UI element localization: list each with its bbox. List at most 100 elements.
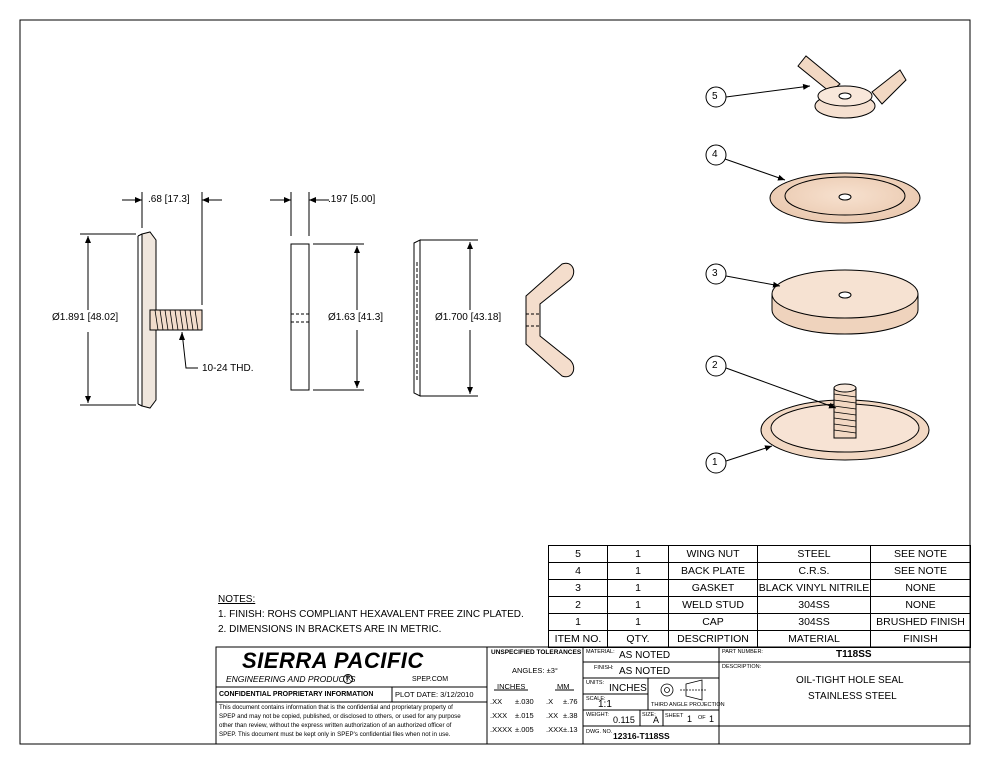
iso-backplate [769,172,921,224]
tol-mm-format: .XX [546,711,559,720]
tolerance-mm-header: MM [557,682,570,691]
part-number-label: PART NUMBER: [722,649,763,655]
sheet-label: SHEET [665,713,684,719]
bom-desc: GASKET [668,579,758,597]
bom-material: C.R.S. [757,562,871,580]
scale-value: 1:1 [598,699,612,710]
description-line-1: OIL-TIGHT HOLE SEAL [796,675,904,686]
bom-item: 5 [548,545,608,563]
finish-label: FINISH: [594,665,614,671]
size-value: A [653,715,660,725]
cap-side-view [80,192,222,409]
bom-desc: WING NUT [668,545,758,563]
confidential-text-line: This document contains information that … [219,704,453,711]
sheet-value: 1 [687,714,693,724]
tol-in-format: .XXX [490,711,508,720]
tol-in-value: ±.015 [515,711,534,720]
bom-finish: NONE [870,579,971,597]
sheet-of-label: OF [698,715,706,721]
company-name: SIERRA PACIFIC [242,648,424,673]
dim-gasket-thickness: .197 [5.00] [328,194,376,205]
bom-qty: 1 [607,562,669,580]
units-value: INCHES [609,683,647,694]
bom-finish: SEE NOTE [870,562,971,580]
description-label: DESCRIPTION: [722,664,762,670]
bom-header-row: ITEM NO. QTY. DESCRIPTION MATERIAL FINIS… [548,630,971,648]
bom-item: 2 [548,596,608,614]
bom-finish: SEE NOTE [870,545,971,563]
tolerance-inches-header: INCHES [497,682,526,691]
bom-desc: CAP [668,613,758,631]
bom-row: 3 1 GASKET BLACK VINYL NITRILE NONE [548,579,971,597]
bom-finish: BRUSHED FINISH [870,613,971,631]
balloon-5: 5 [712,91,718,102]
bom-row: 4 1 BACK PLATE C.R.S. SEE NOTE [548,562,971,580]
tolerance-angles: ANGLES: ±3° [512,666,558,675]
iso-wingnut [797,55,907,119]
note-1: 1. FINISH: ROHS COMPLIANT HEXAVALENT FRE… [218,609,524,620]
gasket-side-view [270,192,364,391]
bom-desc: BACK PLATE [668,562,758,580]
wingnut-side-view [525,262,575,378]
dim-cap-length: .68 [17.3] [148,194,190,205]
thread-callout: 10-24 THD. [202,363,254,374]
bom-qty: 1 [607,545,669,563]
bom-qty: 1 [607,613,669,631]
scale-label: SCALE: [586,696,606,702]
bom-item: 4 [548,562,608,580]
bom-desc: WELD STUD [668,596,758,614]
tol-mm-value: ±.76 [563,697,578,706]
iso-cap-stud [760,383,930,461]
backplate-side-view [413,239,478,397]
confidential-text-line: SPEP. This document must be kept only in… [219,731,451,738]
tol-in-format: .XXXX [490,725,513,734]
bom-material: 304SS [757,596,871,614]
bom-header-qty: QTY. [607,630,669,648]
company-website: SPEP.COM [412,676,449,683]
balloon-1: 1 [712,457,718,468]
plot-date: PLOT DATE: 3/12/2010 [395,690,474,699]
note-2: 2. DIMENSIONS IN BRACKETS ARE IN METRIC. [218,624,442,635]
registered-mark: R [343,674,353,684]
iso-gasket [771,269,919,335]
tol-in-value: ±.030 [515,697,534,706]
dim-backplate-diameter: Ø1.700 [43.18] [435,312,502,323]
description-line-2: STAINLESS STEEL [808,691,897,702]
bom-row: 2 1 WELD STUD 304SS NONE [548,596,971,614]
bom-row: 5 1 WING NUT STEEL SEE NOTE [548,545,971,563]
dwg-no-label: DWG. NO. [586,729,613,735]
bom-finish: NONE [870,596,971,614]
finish-value: AS NOTED [619,666,671,677]
bom-material: BLACK VINYL NITRILE [757,579,871,597]
projection-symbol [660,679,706,701]
tol-mm-value: ±.13 [563,725,578,734]
dwg-no-value: 12316-T118SS [613,731,670,741]
material-value: AS NOTED [619,650,671,661]
tolerances-title: UNSPECIFIED TOLERANCES [491,649,582,656]
bill-of-materials: 5 1 WING NUT STEEL SEE NOTE 4 1 BACK PLA… [548,545,971,648]
size-label: SIZE: [642,712,656,718]
confidential-text-line: SPEP and may not be copied, published, o… [219,713,461,720]
balloon-3: 3 [712,268,718,279]
bom-material: STEEL [757,545,871,563]
bom-header-material: MATERIAL [757,630,871,648]
sheet-total: 1 [709,714,715,724]
company-subtitle: ENGINEERING AND PRODUCTS [226,674,356,684]
dim-gasket-diameter: Ø1.63 [41.3] [328,312,384,323]
bom-qty: 1 [607,596,669,614]
confidential-text-line: other than review, without the express w… [219,722,452,729]
confidential-title: CONFIDENTIAL PROPRIETARY INFORMATION [219,691,374,698]
tol-mm-format: .XXX [546,725,564,734]
tol-mm-value: ±.38 [563,711,578,720]
tol-mm-format: .X [546,697,554,706]
notes-heading: NOTES: [218,594,256,605]
bom-item: 1 [548,613,608,631]
dim-cap-diameter: Ø1.891 [48.02] [52,312,119,323]
balloon-4: 4 [712,149,718,160]
bom-header-desc: DESCRIPTION [668,630,758,648]
weight-value: 0.115 [613,715,635,725]
part-number-value: T118SS [836,649,872,660]
balloon-leaders [705,83,837,474]
bom-material: 304SS [757,613,871,631]
bom-qty: 1 [607,579,669,597]
